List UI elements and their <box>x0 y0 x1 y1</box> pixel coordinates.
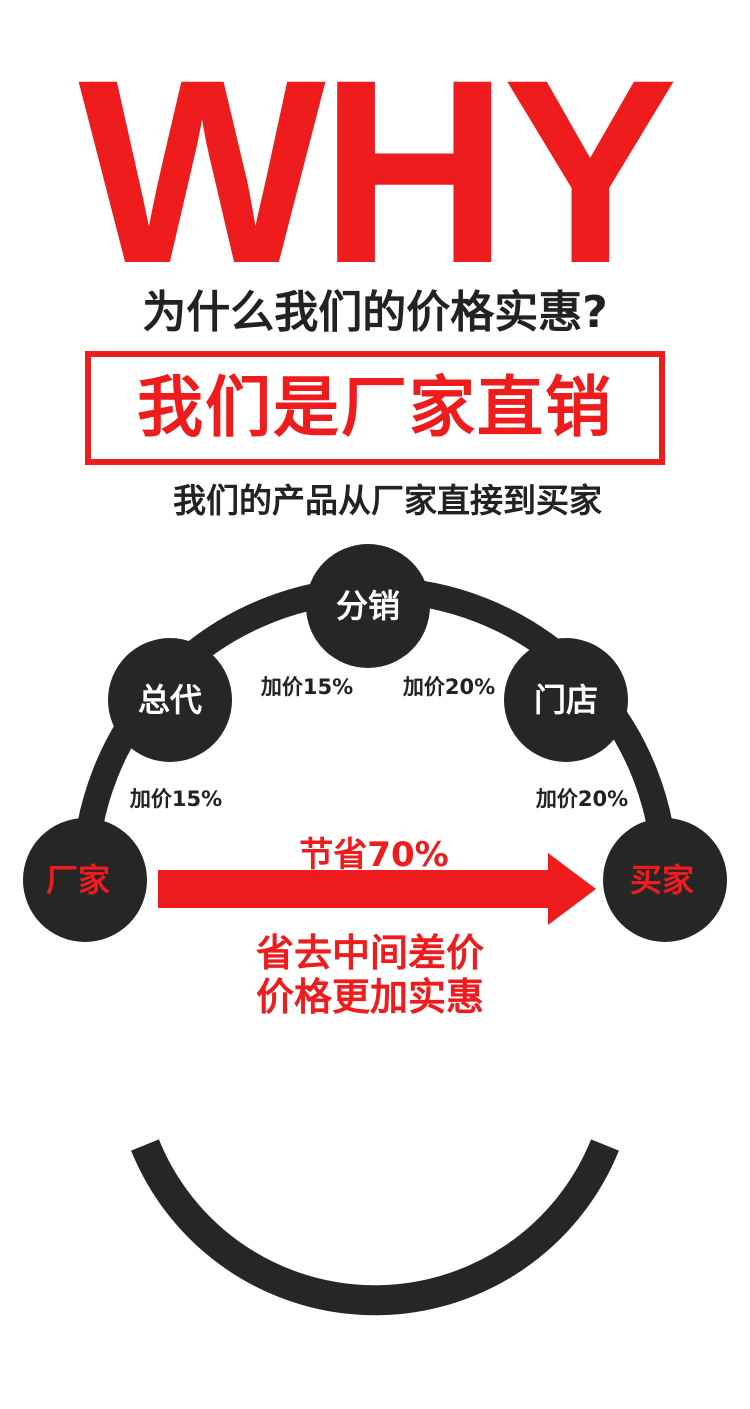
description-text: 我们的产品从厂家直接到买家 <box>173 481 602 520</box>
saving-label: 节省70% <box>299 835 448 875</box>
node-general-agent-label: 总代 <box>138 681 202 719</box>
markup-store-to-buyer: 加价20% <box>535 787 628 811</box>
badge-frame <box>85 351 665 465</box>
saving-arrow-shaft <box>158 870 553 908</box>
node-distributor-label: 分销 <box>336 587 400 625</box>
node-buyer <box>603 818 727 942</box>
markup-agent-to-distributor: 加价15% <box>260 675 353 699</box>
why-heading: WHY <box>78 25 677 318</box>
node-general-agent <box>108 638 232 762</box>
node-store-label: 门店 <box>534 681 598 719</box>
node-distributor <box>306 544 430 668</box>
bottom-arc <box>131 1139 619 1316</box>
conclusion-line2: 价格更加实惠 <box>256 975 484 1019</box>
badge-text: 我们是厂家直销 <box>137 369 613 446</box>
conclusion-line1: 省去中间差价 <box>256 931 484 975</box>
node-store <box>504 638 628 762</box>
question-heading: 为什么我们的价格实惠? <box>142 287 608 338</box>
node-factory <box>23 818 147 942</box>
saving-arrow-head <box>548 853 596 925</box>
markup-factory-to-agent: 加价15% <box>129 787 222 811</box>
node-buyer-label: 买家 <box>630 861 694 899</box>
node-factory-label: 厂家 <box>46 861 110 899</box>
markup-distributor-to-store: 加价20% <box>402 675 495 699</box>
